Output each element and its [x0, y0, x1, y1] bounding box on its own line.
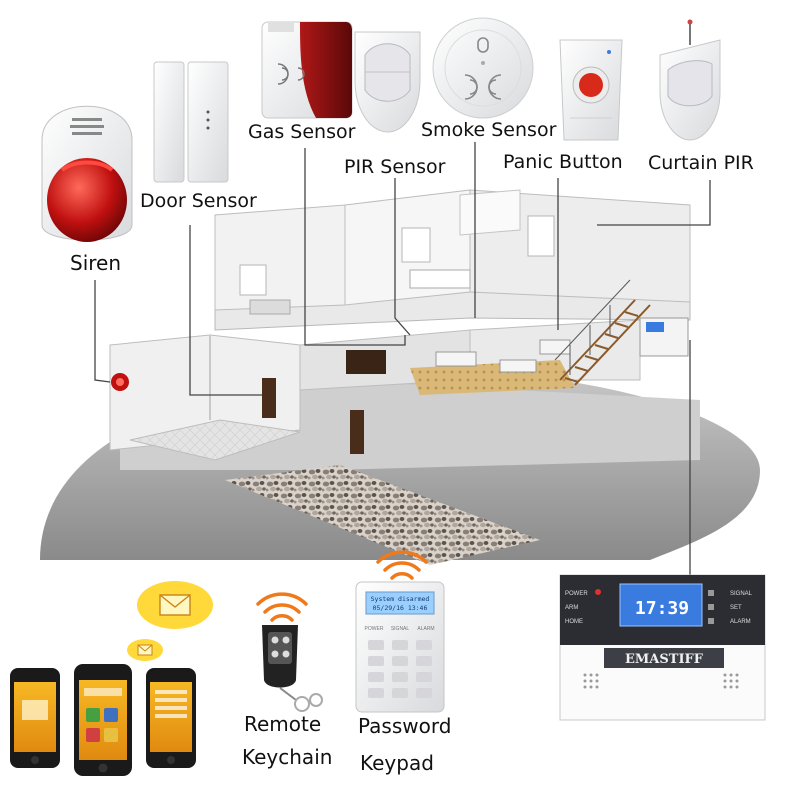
label-siren: Siren [70, 251, 122, 275]
label-smoke-sensor: Smoke Sensor [421, 119, 557, 141]
label-curtain-pir: Curtain PIR [648, 152, 754, 174]
door-sensor-device [153, 61, 229, 183]
label-panic-button: Panic Button [503, 151, 623, 173]
label-keypad-line2: Keypad [360, 751, 434, 775]
gas-sensor-device [261, 21, 353, 119]
panel-left-label-power: POWER [565, 591, 588, 597]
panel-time: 17:39 [635, 598, 689, 619]
panel-left-label-arm: ARM [565, 605, 578, 611]
password-keypad-device [355, 581, 445, 713]
keypad-screen-line1: System disarmed [371, 595, 430, 603]
keypad-indicator-signal: SIGNAL [391, 626, 410, 632]
smartphone-center [74, 664, 132, 776]
house-cutaway [40, 189, 760, 565]
pir-sensor-device [354, 31, 421, 133]
label-remote-line2: Keychain [242, 745, 333, 769]
panel-brand: EMASTIFF [625, 652, 704, 667]
sms-envelope-large [137, 581, 213, 629]
keypad-screen-line2: 05/29/16 13:46 [373, 604, 428, 612]
curtain-pir-device [659, 19, 721, 141]
panel-right-label-set: SET [730, 605, 742, 611]
panic-button-device [559, 39, 623, 141]
panel-right-label-alarm: ALARM [730, 619, 751, 625]
keypad-indicator-alarm: ALARM [417, 626, 434, 632]
smartphone-left [10, 668, 60, 768]
panel-right-label-signal: SIGNAL [730, 591, 753, 597]
panel-left-label-home: HOME [565, 619, 583, 625]
keypad-signal-icon [376, 550, 428, 580]
smoke-sensor-device [432, 17, 534, 119]
siren-device [41, 105, 133, 242]
label-gas-sensor: Gas Sensor [248, 121, 356, 143]
label-pir-sensor: PIR Sensor [344, 156, 446, 178]
label-remote-line1: Remote [244, 712, 322, 736]
label-door-sensor: Door Sensor [140, 190, 257, 212]
remote-keychain-device [262, 625, 323, 712]
connector-lines [94, 142, 711, 580]
label-keypad-line1: Password [358, 714, 452, 738]
remote-signal-icon [256, 592, 308, 622]
smartphone-right [146, 668, 196, 768]
sms-envelope-small [127, 639, 163, 661]
keypad-indicator-power: POWER [365, 626, 384, 632]
main-control-panel [559, 574, 766, 721]
